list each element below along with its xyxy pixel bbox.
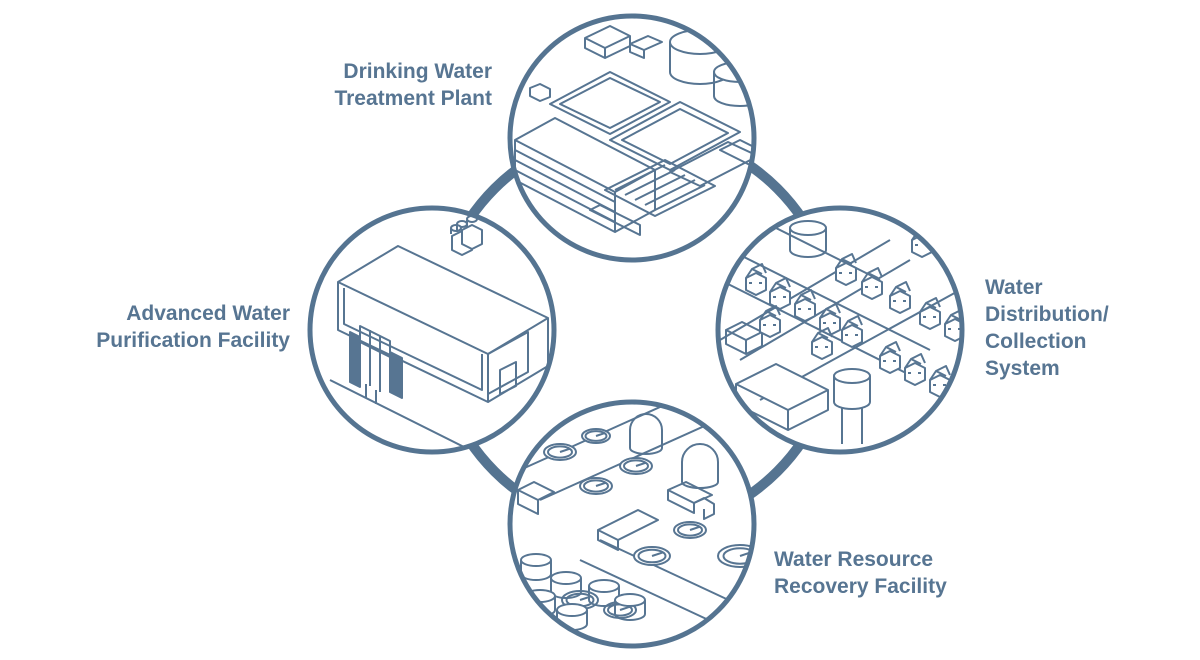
label-water-resource-recovery-facility: Water Resource Recovery Facility	[774, 548, 947, 598]
clarifier-icon	[717, 544, 754, 568]
label-drinking-water-treatment-plant: Drinking Water Treatment Plant	[334, 60, 492, 110]
house-icon	[811, 327, 833, 360]
purification-facility-icon	[307, 205, 557, 455]
house-icon	[745, 263, 767, 296]
house-icon	[879, 341, 901, 374]
label-water-distribution-collection-system: Water Distribution/ Collection System	[985, 276, 1109, 380]
house-icon	[841, 315, 863, 348]
house-icon	[835, 253, 857, 286]
recovery-facility-icon	[507, 399, 757, 649]
clarifier-icon	[579, 477, 613, 495]
label-advanced-water-purification-facility: Advanced Water Purification Facility	[96, 302, 290, 352]
clarifier-icon	[543, 443, 577, 461]
house-icon	[889, 281, 911, 314]
clarifier-icon	[673, 521, 707, 539]
houses	[745, 225, 962, 398]
tank-icon	[614, 593, 646, 621]
clarifier-icon	[619, 457, 653, 475]
neighborhood-icon	[715, 205, 965, 455]
house-icon	[919, 297, 941, 330]
clarifier-icon	[581, 428, 611, 444]
house-icon	[794, 289, 816, 322]
house-icon	[759, 305, 781, 338]
clarifier-icon	[633, 546, 671, 566]
house-icon	[904, 353, 926, 386]
house-icon	[769, 277, 791, 310]
treatment-plant-icon	[507, 13, 757, 263]
house-icon	[861, 267, 883, 300]
